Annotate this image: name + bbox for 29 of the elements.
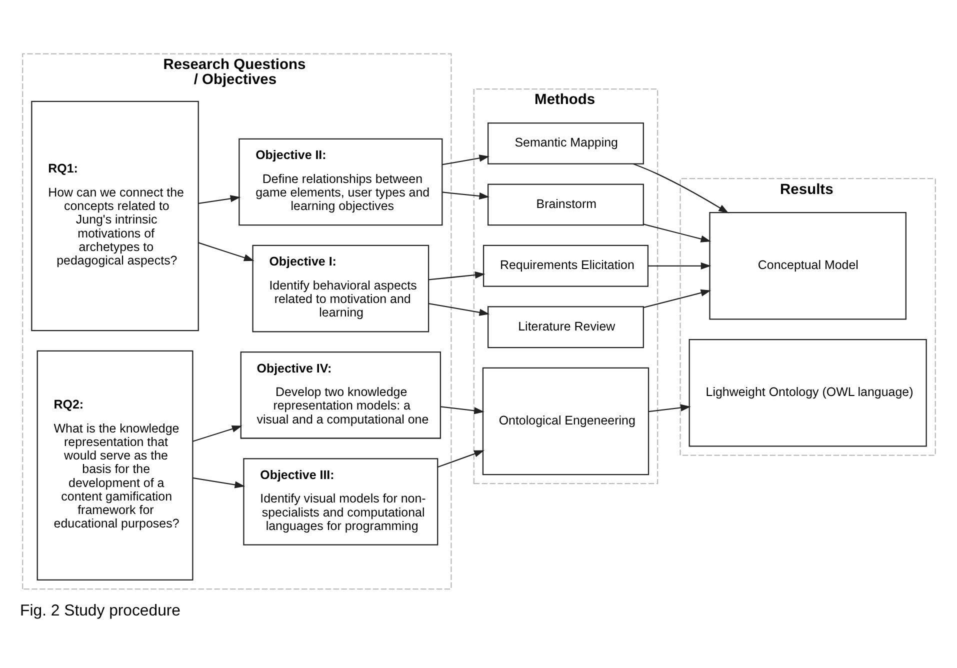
node-box: Brainstorm [487, 183, 644, 226]
node-box: Objective IV: Develop two knowledge representation models: a visual and a computational one [240, 351, 441, 438]
node-box: Requirements Elicitation [482, 244, 648, 286]
arrow [440, 406, 484, 414]
node-box: RQ1: How can we connect the concepts related to Jung's intrinsic motivations of archetypes to pedagogical aspects? [30, 100, 198, 331]
arrow [442, 154, 489, 165]
arrow [192, 424, 242, 442]
node-box: Objective III: Identify visual models for non-specialists and computational languages for programming [242, 458, 438, 545]
node-box: Semantic Mapping [487, 122, 644, 164]
node-box: Literature Review [487, 306, 644, 348]
arrow [648, 262, 711, 269]
arrow [198, 194, 240, 204]
arrow [648, 404, 690, 412]
arrow [642, 223, 711, 242]
node-box: Lighweight Ontology (OWL language) [688, 338, 926, 446]
arrow [437, 450, 484, 468]
arrow [632, 162, 728, 213]
arrow [198, 242, 254, 261]
arrow [642, 288, 711, 308]
arrow [192, 476, 245, 488]
node-box: Objective I: Identify behavioral aspects related to motivation and learning [252, 244, 429, 332]
node-box: RQ2: What is the knowledge representation that would serve as the basis for the development of a content gamification framework for educational purposes? [36, 350, 193, 580]
node-box: Objective II: Define relationships between game elements, user types and learning objectives [238, 138, 442, 226]
arrow [442, 191, 489, 200]
node-box: Ontological Engeneering [482, 366, 649, 475]
arrow [428, 302, 490, 316]
caption: Fig. 2 Study procedure [20, 602, 180, 619]
arrow [428, 270, 485, 280]
node-box: Conceptual Model [708, 212, 906, 320]
